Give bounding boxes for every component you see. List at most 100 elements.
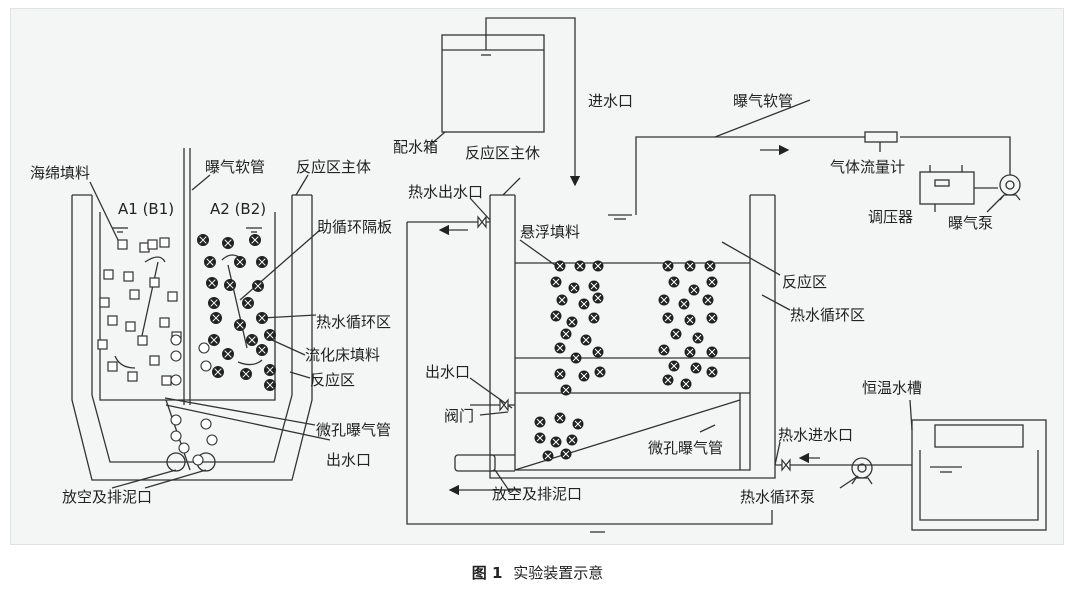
label-a1: A1 (B1) (118, 200, 174, 218)
filler-ball (222, 237, 234, 249)
filler-ball (706, 366, 718, 378)
filler-ball (588, 280, 600, 292)
label-aeration-hose-right: 曝气软管 (733, 92, 793, 110)
filler-ball (568, 282, 580, 294)
filler-ball (588, 312, 600, 324)
hot-water-pump (851, 457, 873, 479)
label-sponge-filler: 海绵填料 (30, 164, 90, 182)
filler-ball (692, 332, 704, 344)
filler-ball (578, 298, 590, 310)
filler-ball (242, 297, 254, 309)
label-aeration-hose-left: 曝气软管 (205, 158, 265, 176)
filler-ball (560, 328, 572, 340)
left-baffle-b (227, 264, 248, 349)
filler-ball (204, 256, 216, 268)
label-thermostat-tank: 恒温水槽 (862, 379, 922, 397)
water-tank (441, 34, 545, 133)
filler-ball (534, 416, 546, 428)
label-outlet-right: 出水口 (425, 363, 470, 381)
filler-ball (566, 316, 578, 328)
sponge-cube (161, 375, 172, 386)
sponge-cube (117, 239, 128, 250)
hot-outlet-valve (477, 215, 487, 229)
filler-ball (706, 346, 718, 358)
label-outlet-left: 出水口 (326, 451, 371, 469)
bubble (200, 418, 212, 430)
thermostat-tank (911, 419, 1047, 531)
filler-ball (668, 276, 680, 288)
label-aeration-pump: 曝气泵 (948, 214, 993, 232)
filler-ball (578, 370, 590, 382)
filler-ball (534, 432, 546, 444)
filler-ball (249, 234, 261, 246)
label-hot-outlet: 热水出水口 (408, 183, 483, 201)
filler-ball (252, 280, 264, 292)
filler-ball (264, 329, 276, 341)
filler-ball (574, 260, 586, 272)
aeration-bubbles (170, 334, 218, 466)
filler-ball (208, 334, 220, 346)
filler-ball (592, 346, 604, 358)
label-micropore-left: 微孔曝气管 (316, 421, 391, 439)
suspended-filler-balls (534, 260, 718, 462)
sponge-filler-cubes (97, 237, 182, 386)
sponge-cube (123, 271, 134, 282)
filler-ball (572, 418, 584, 430)
filler-ball (554, 412, 566, 424)
bubble (170, 374, 182, 386)
filler-ball (264, 364, 276, 376)
sponge-cube (107, 361, 118, 372)
filler-ball (264, 379, 276, 391)
filler-ball (684, 314, 696, 326)
label-fluidized-filler: 流化床填料 (305, 346, 380, 364)
filler-ball (592, 260, 604, 272)
left-baffle-a (139, 261, 159, 346)
fluidized-filler-balls (197, 234, 276, 391)
bubble (198, 342, 210, 354)
bubble (178, 442, 190, 454)
label-reaction-main-left: 反应区主体 (296, 158, 371, 176)
sponge-cube (99, 297, 110, 308)
figure-title: 实验装置示意 (513, 564, 604, 582)
right-reactor-walls (489, 194, 776, 479)
bubble (170, 414, 182, 426)
label-regulator: 调压器 (868, 208, 913, 226)
filler-ball (256, 344, 268, 356)
label-hot-circ-left: 热水循环区 (316, 313, 391, 331)
filler-ball (550, 310, 562, 322)
left-drain-a (166, 452, 186, 472)
filler-ball (690, 362, 702, 374)
label-hot-inlet: 热水进水口 (778, 426, 853, 444)
filler-ball (670, 328, 682, 340)
label-reaction-main-right: 反应区主休 (465, 144, 540, 162)
filler-ball (542, 450, 554, 462)
filler-ball (678, 298, 690, 310)
figure-number: 图 1 (471, 564, 503, 582)
sponge-cube (159, 317, 170, 328)
filler-ball (684, 346, 696, 358)
filler-ball (556, 294, 568, 306)
filler-ball (224, 279, 236, 291)
bubble (170, 334, 182, 346)
label-a2: A2 (B2) (210, 200, 266, 218)
filler-ball (706, 276, 718, 288)
filler-ball (554, 342, 566, 354)
filler-ball (256, 256, 268, 268)
label-reaction-left: 反应区 (310, 371, 355, 389)
sponge-cube (147, 239, 158, 250)
filler-ball (554, 368, 566, 380)
sponge-cube (137, 335, 148, 346)
bubble (170, 430, 182, 442)
filler-ball (550, 436, 562, 448)
label-hot-circ-right: 热水循环区 (790, 306, 865, 324)
label-water-inlet: 进水口 (588, 92, 633, 110)
label-baffle: 助循环隔板 (317, 218, 392, 236)
filler-ball (554, 260, 566, 272)
hot-inlet-valve (781, 458, 791, 472)
label-suspended-filler: 悬浮填料 (520, 223, 580, 241)
filler-ball (566, 434, 578, 446)
filler-ball (662, 374, 674, 386)
bubble (200, 360, 212, 372)
filler-ball (197, 234, 209, 246)
